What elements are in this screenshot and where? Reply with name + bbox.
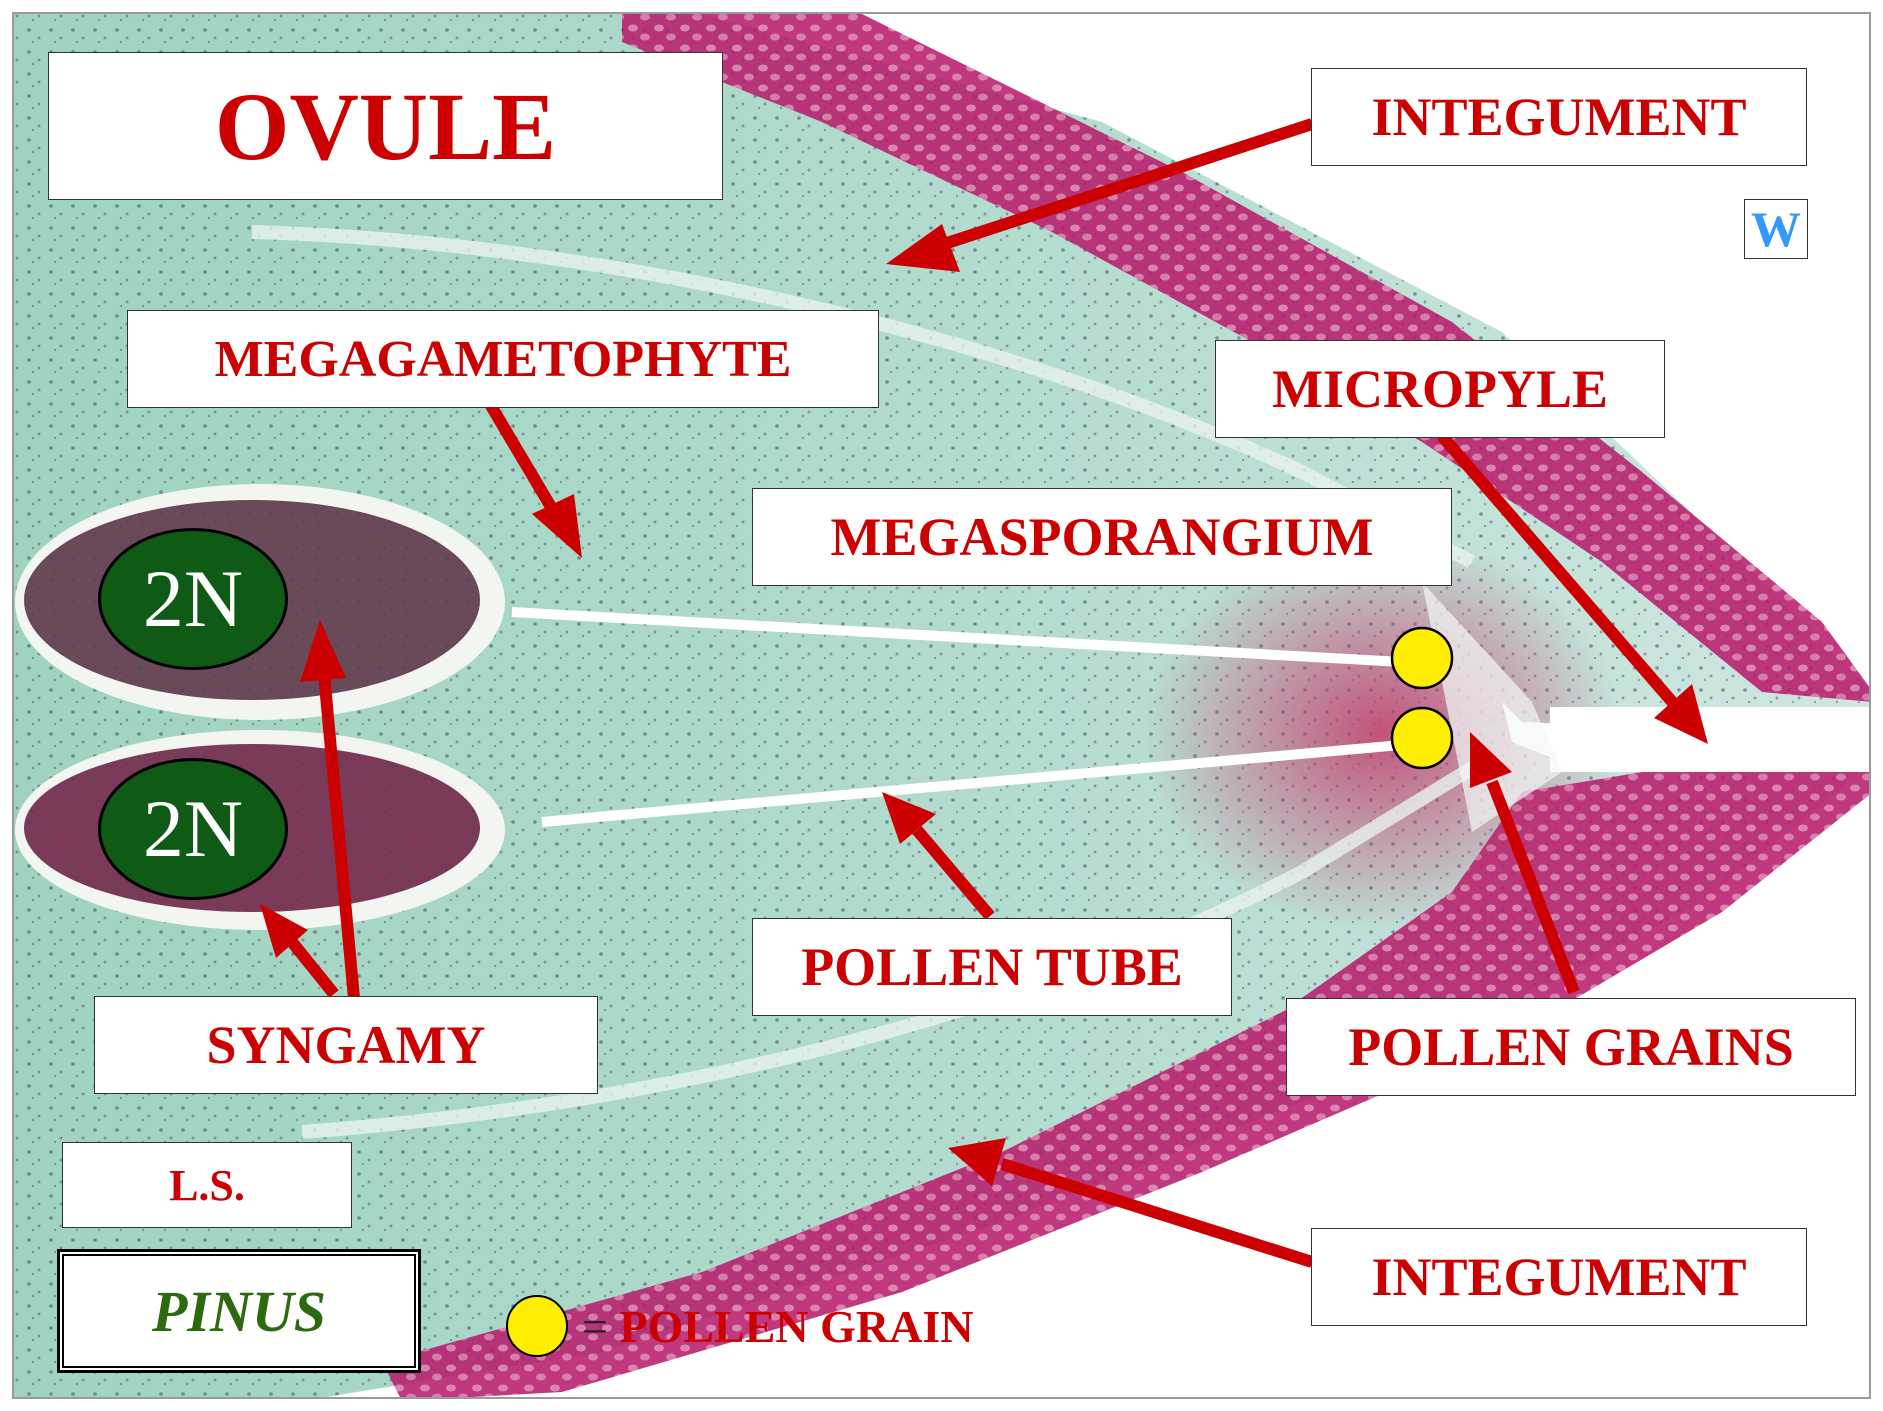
- label-megagametophyte: MEGAGAMETOPHYTE: [127, 310, 879, 408]
- pollen-grain-upper: [1392, 628, 1452, 688]
- legend-label: POLLEN GRAIN: [619, 1301, 973, 1352]
- legend: = POLLEN GRAIN: [506, 1290, 973, 1362]
- label-pollen-grains: POLLEN GRAINS: [1286, 998, 1856, 1096]
- ploidy-badge-upper: 2N: [98, 528, 288, 670]
- label-pollen-tube: POLLEN TUBE: [752, 918, 1232, 1016]
- ploidy-badge-lower: 2N: [98, 758, 288, 900]
- legend-text: = POLLEN GRAIN: [582, 1300, 973, 1353]
- watermark-w: W: [1744, 199, 1808, 259]
- legend-pollen-grain-symbol: [506, 1295, 568, 1357]
- label-integument-top: INTEGUMENT: [1311, 68, 1807, 166]
- label-section: L.S.: [62, 1142, 352, 1228]
- label-syngamy: SYNGAMY: [94, 996, 598, 1094]
- page-title: OVULE: [48, 52, 723, 200]
- label-integument-bottom: INTEGUMENT: [1311, 1228, 1807, 1326]
- diagram-frame: OVULE INTEGUMENT W MEGAGAMETOPHYTE MICRO…: [12, 12, 1871, 1399]
- label-genus: PINUS: [60, 1252, 418, 1370]
- label-micropyle: MICROPYLE: [1215, 340, 1665, 438]
- legend-equals: =: [582, 1301, 608, 1352]
- pollen-grain-lower: [1392, 708, 1452, 768]
- label-megasporangium: MEGASPORANGIUM: [752, 488, 1452, 586]
